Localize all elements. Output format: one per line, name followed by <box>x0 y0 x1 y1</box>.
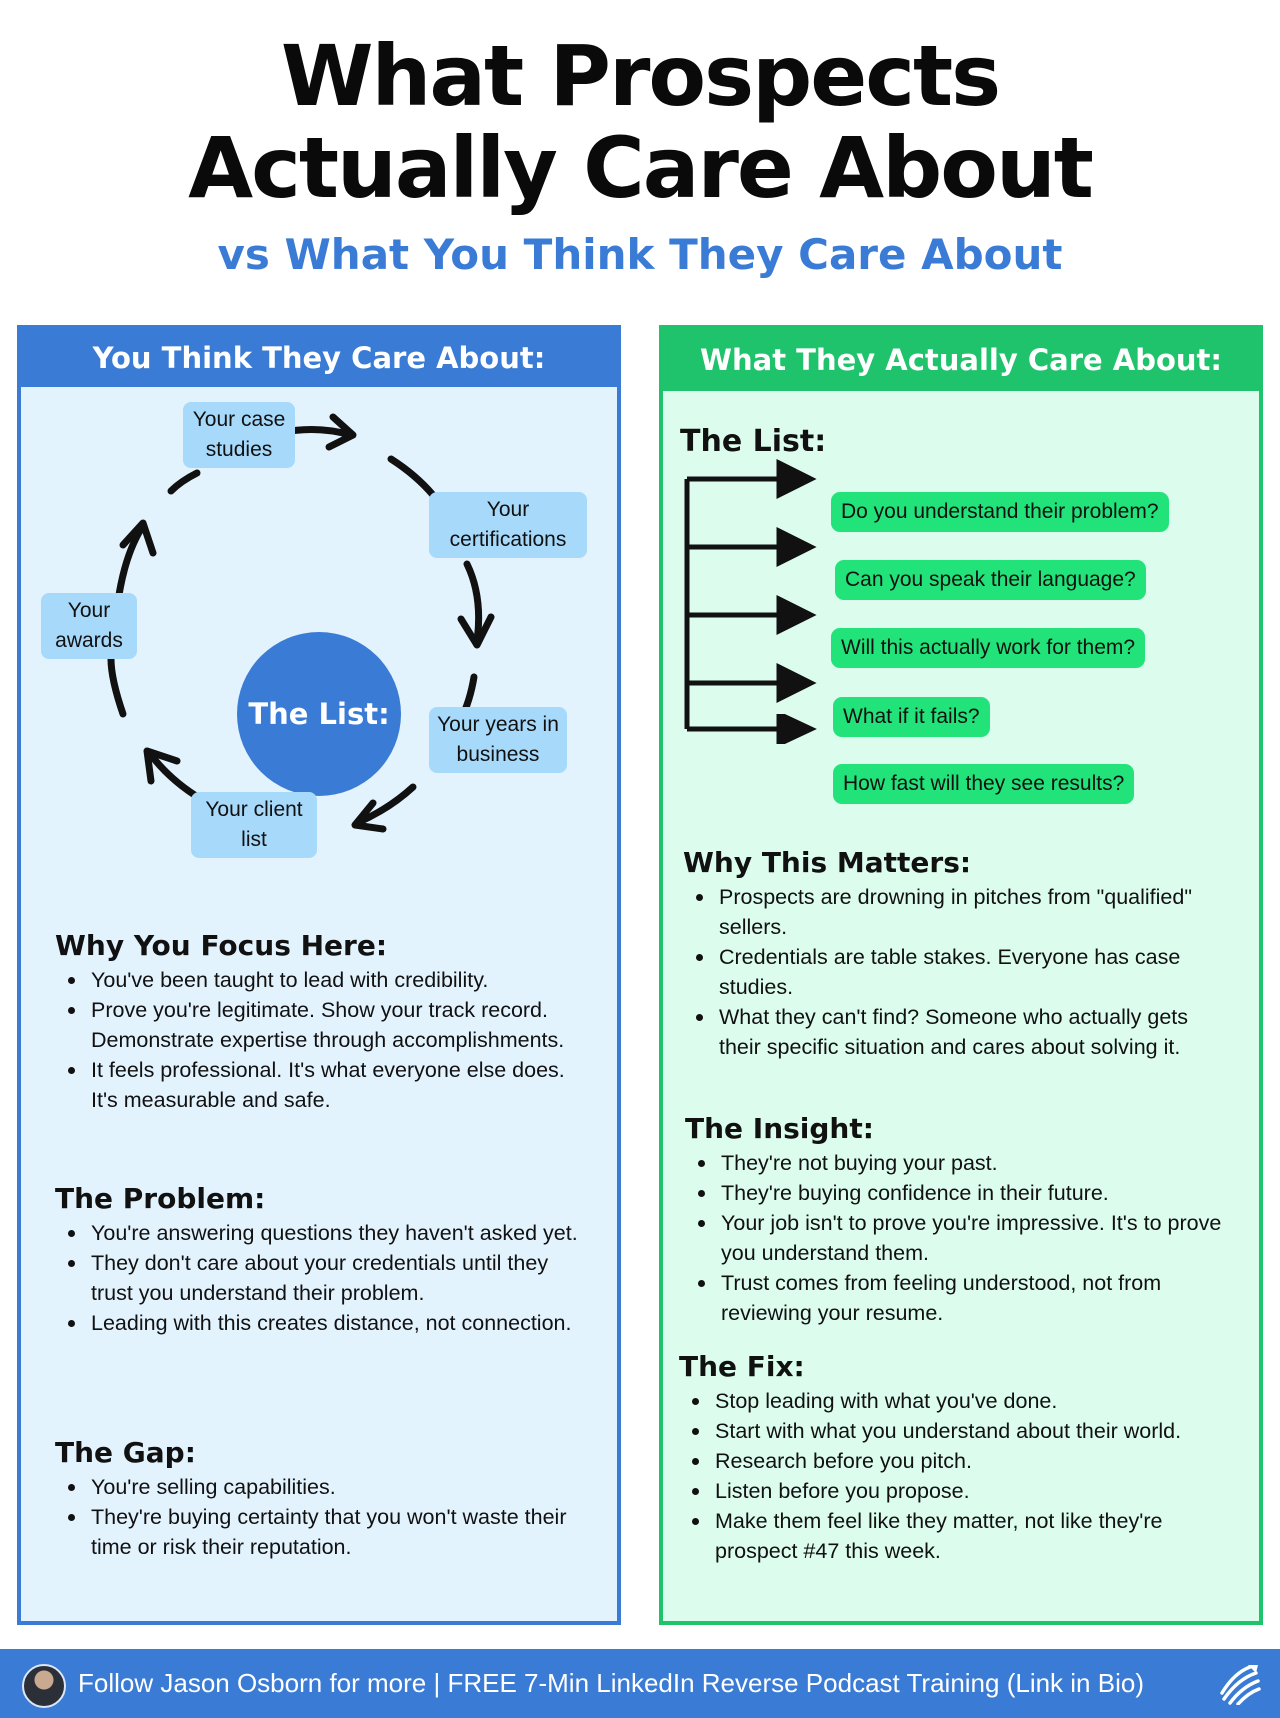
cycle-arrow-6a <box>167 469 201 495</box>
list-item: Listen before you propose. <box>679 1476 1219 1506</box>
list-item: Trust comes from feeling understood, not… <box>685 1268 1225 1328</box>
section-insight: The Insight: They're not buying your pas… <box>685 1112 1225 1328</box>
list-item: They don't care about your credentials u… <box>55 1248 595 1308</box>
list-item: Prove you're legitimate. Show your track… <box>55 995 595 1055</box>
cycle-item-case-studies: Your case studies <box>183 402 295 468</box>
list-item: It feels professional. It's what everyon… <box>55 1055 595 1115</box>
section-fix: The Fix: Stop leading with what you've d… <box>679 1350 1219 1566</box>
title-line-2: Actually Care About <box>188 119 1094 217</box>
section-title: The Fix: <box>679 1350 805 1383</box>
title-line-1: What Prospects <box>280 27 1001 125</box>
list-item: Start with what you understand about the… <box>679 1416 1219 1446</box>
list-item: They're buying certainty that you won't … <box>55 1502 595 1562</box>
section-title: The Insight: <box>685 1112 874 1145</box>
section-why-focus: Why You Focus Here: You've been taught t… <box>55 929 595 1115</box>
list-item: They're buying confidence in their futur… <box>685 1178 1225 1208</box>
list-item: You're selling capabilities. <box>55 1472 595 1502</box>
cycle-item-awards: Your awards <box>41 593 137 659</box>
list-item: You've been taught to lead with credibil… <box>55 965 595 995</box>
page-subtitle: vs What You Think They Care About <box>217 230 1063 279</box>
list-item: Stop leading with what you've done. <box>679 1386 1219 1416</box>
branch-arrow-last <box>684 714 817 744</box>
left-panel: You Think They Care About: <box>17 325 621 1625</box>
cycle-arrows <box>107 413 495 839</box>
section-problem: The Problem: You're answering questions … <box>55 1182 595 1338</box>
cycle-center: The List: <box>237 632 401 796</box>
cycle-item-client-list: Your client list <box>191 792 317 858</box>
avatar[interactable] <box>22 1664 66 1708</box>
footer-cta-link[interactable]: Follow Jason Osborn for more | FREE 7-Mi… <box>78 1668 1144 1698</box>
question-tag: Will this actually work for them? <box>831 628 1146 668</box>
list-item: They're not buying your past. <box>685 1148 1225 1178</box>
list-item: Your job isn't to prove you're impressiv… <box>685 1208 1225 1268</box>
question-tag: Do you understand their problem? <box>831 492 1169 532</box>
cycle-arrow-2 <box>463 560 483 645</box>
question-tag: Can you speak their language? <box>835 560 1146 600</box>
section-gap: The Gap: You're selling capabilities. Th… <box>55 1436 595 1562</box>
list-item: Prospects are drowning in pitches from "… <box>683 882 1223 942</box>
list-title: The List: <box>680 424 827 459</box>
question-tag: What if it fails? <box>833 697 990 737</box>
brand-logo-icon <box>1220 1665 1261 1705</box>
section-title: Why This Matters: <box>683 846 972 879</box>
section-why-matters: Why This Matters: Prospects are drowning… <box>683 846 1223 1062</box>
cycle-item-years: Your years in business <box>429 707 567 773</box>
left-panel-heading: You Think They Care About: <box>21 329 617 387</box>
list-item: Research before you pitch. <box>679 1446 1219 1476</box>
question-tag: How fast will they see results? <box>833 764 1135 804</box>
right-panel-heading: What They Actually Care About: <box>663 329 1259 391</box>
page-title: What Prospects Actually Care About <box>0 30 1280 214</box>
section-title: The Gap: <box>55 1436 196 1469</box>
list-item: Credentials are table stakes. Everyone h… <box>683 942 1223 1002</box>
right-panel: What They Actually Care About: The List:… <box>659 325 1263 1625</box>
list-item: What they can't find? Someone who actual… <box>683 1002 1223 1062</box>
branch-arrows <box>684 458 817 717</box>
section-title: Why You Focus Here: <box>55 929 388 962</box>
list-item: Leading with this creates distance, not … <box>55 1308 595 1338</box>
footer-bar: Follow Jason Osborn for more | FREE 7-Mi… <box>0 1649 1280 1718</box>
cycle-diagram: The List: Your case studies Your certifi… <box>21 389 617 929</box>
list-item: Make them feel like they matter, not lik… <box>679 1506 1219 1566</box>
cycle-item-certifications: Your certifications <box>429 492 587 558</box>
list-item: You're answering questions they haven't … <box>55 1218 595 1248</box>
section-title: The Problem: <box>55 1182 266 1215</box>
cycle-arrow-2a <box>387 455 437 499</box>
cycle-arrow-5a <box>107 655 127 718</box>
